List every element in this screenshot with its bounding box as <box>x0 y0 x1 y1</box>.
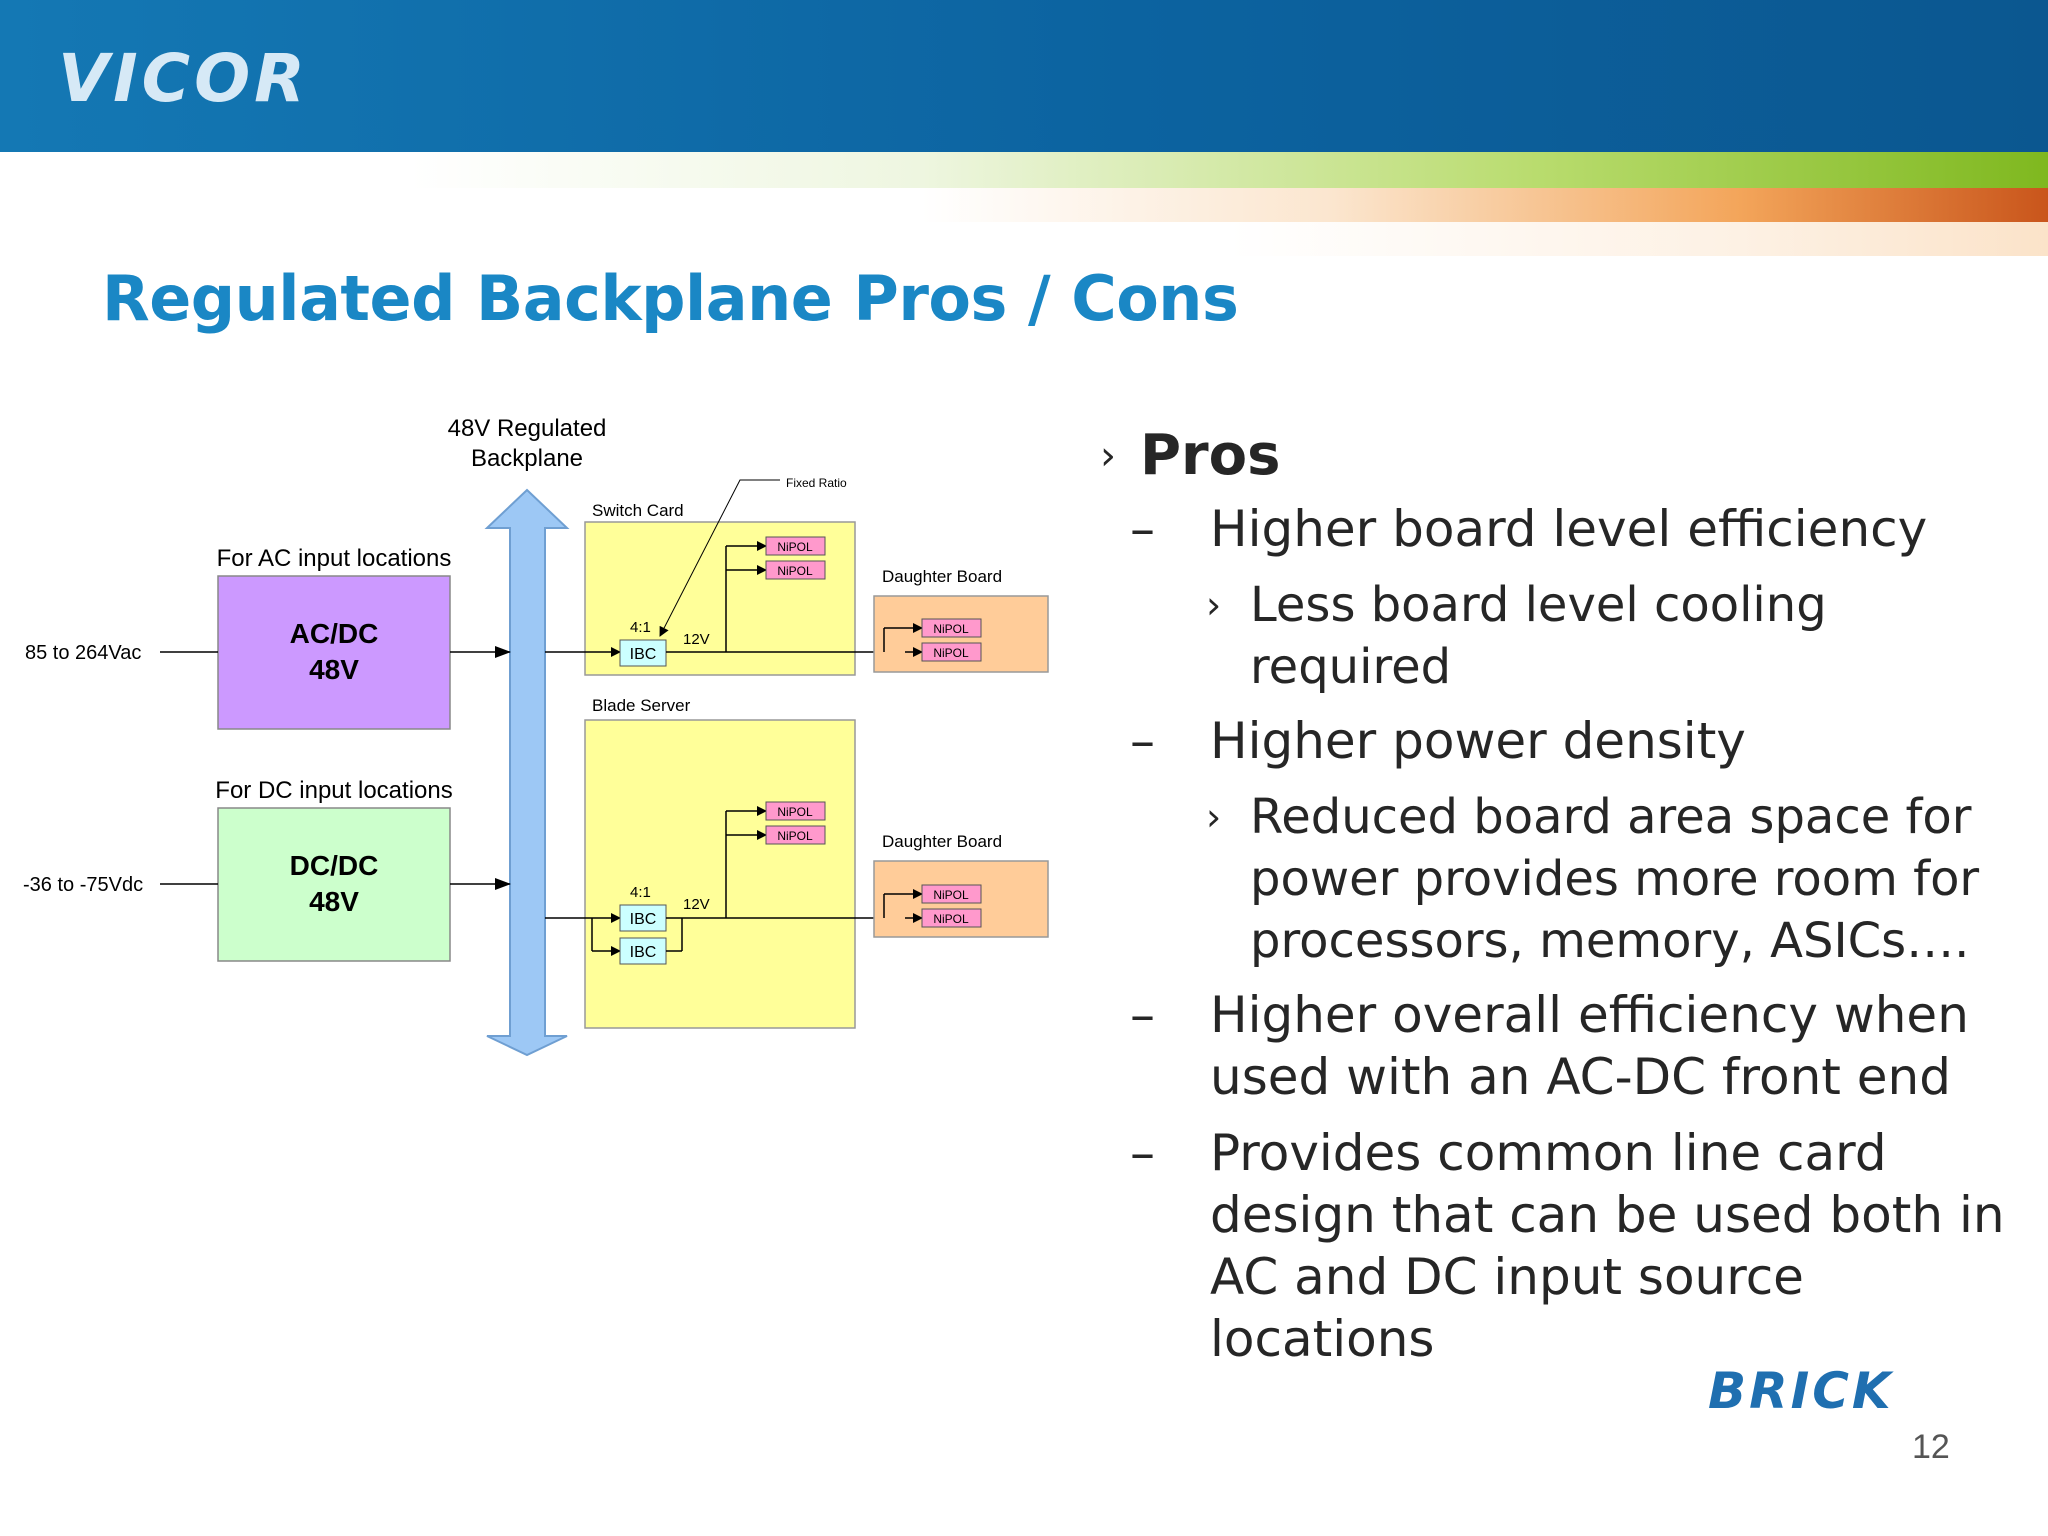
dash-icon: – <box>1130 712 1155 770</box>
daughter-1-nipol-2-label: NiPOL <box>933 646 969 660</box>
dash-icon: – <box>1130 1124 1155 1182</box>
dash-icon: – <box>1130 986 1155 1044</box>
pros-item-2-text: Higher power density <box>1210 712 1746 770</box>
daughter-2-nipol-2-label: NiPOL <box>933 912 969 926</box>
blade-nipol-1-label: NiPOL <box>777 805 813 819</box>
blade-ratio: 4:1 <box>630 884 651 901</box>
slide-title: Regulated Backplane Pros / Cons <box>102 262 1239 335</box>
ac-dc-box <box>217 575 451 730</box>
daughter-1-nipol-1 <box>921 618 982 638</box>
blade-ibc-1-box <box>619 904 667 932</box>
pros-item-3-line1: Higher overall efficiency when <box>1210 986 1969 1044</box>
blade-nipol-1 <box>765 801 826 821</box>
dash-icon: – <box>1130 500 1155 558</box>
pros-item-1-sub-line2: required <box>1250 639 1452 695</box>
backplane-label-line1: 48V Regulated <box>448 415 607 442</box>
backplane-label-line2: Backplane <box>471 445 583 472</box>
chevron-right-icon: › <box>1206 795 1222 839</box>
pros-item-2-sub-line1: Reduced board area space for <box>1250 789 1972 845</box>
chevron-right-icon: › <box>1100 433 1116 479</box>
switch-ibc-label: IBC <box>630 646 657 663</box>
pros-item-4-line2: design that can be used both in <box>1210 1186 2005 1244</box>
daughter-2-nipol-1 <box>921 884 982 904</box>
blade-server-box <box>584 719 856 1029</box>
pros-item-1: – Higher board level efficiency <box>1130 498 2030 560</box>
ac-dc-box-line1: AC/DC <box>290 618 379 649</box>
pros-item-4-line3: AC and DC input source locations <box>1210 1248 1804 1368</box>
pros-item-3: – Higher overall efficiency when used wi… <box>1130 984 2030 1108</box>
pros-item-2-sub-line3: processors, memory, ASICs…. <box>1250 913 1970 969</box>
switch-nipol-2 <box>765 560 826 580</box>
pros-item-2-sub-line2: power provides more room for <box>1250 851 1980 907</box>
pros-item-2-sub: › Reduced board area space for power pro… <box>1206 786 2030 972</box>
switch-card-label: Switch Card <box>592 501 684 520</box>
daughter-1-nipol-2 <box>921 642 982 662</box>
pros-item-4-line1: Provides common line card <box>1210 1124 1887 1182</box>
decorative-stripe-green <box>0 152 2048 188</box>
backplane-arrow <box>484 488 570 1057</box>
blade-nipol-2 <box>765 825 826 845</box>
ac-dc-box-line2: 48V <box>309 654 359 685</box>
switch-ibc-box <box>619 639 667 667</box>
blade-server-label: Blade Server <box>592 696 691 715</box>
blade-ibc-2-label: IBC <box>630 944 657 961</box>
switch-nipol-2-label: NiPOL <box>777 564 813 578</box>
pros-item-2: – Higher power density <box>1130 710 2030 772</box>
vicor-logo: VICOR <box>58 40 309 117</box>
blade-nipol-2-label: NiPOL <box>777 829 813 843</box>
chevron-right-icon: › <box>1206 583 1222 627</box>
dc-dc-box <box>217 807 451 962</box>
switch-nipol-1-label: NiPOL <box>777 540 813 554</box>
blade-ibc-2-box <box>619 937 667 965</box>
switch-ratio: 4:1 <box>630 619 651 636</box>
daughter-2-nipol-1-label: NiPOL <box>933 888 969 902</box>
decorative-stripe-fade <box>0 222 2048 256</box>
decorative-stripe-orange <box>0 188 2048 222</box>
daughter-2-nipol-2 <box>921 908 982 928</box>
ac-caption: For AC input locations <box>217 545 452 572</box>
pros-item-1-sub-line1: Less board level cooling <box>1250 577 1827 633</box>
pros-item-1-sub: › Less board level cooling required <box>1206 574 2030 698</box>
fixed-ratio-label: Fixed Ratio <box>786 476 847 490</box>
blade-ibc-1-label: IBC <box>630 911 657 928</box>
pros-item-1-text: Higher board level efficiency <box>1210 500 1928 558</box>
dc-dc-box-line1: DC/DC <box>290 850 379 881</box>
backplane-diagram: 48V Regulated Backplane For AC input loc… <box>23 415 1049 1057</box>
pros-list: › Pros – Higher board level efficiency ›… <box>1100 420 2030 1384</box>
switch-12v-label: 12V <box>683 631 710 648</box>
pros-item-3-line2: used with an AC-DC front end <box>1210 1048 1951 1106</box>
dc-input-label: -36 to -75Vdc <box>23 874 143 896</box>
switch-nipol-1 <box>765 536 826 556</box>
ac-input-label: 85 to 264Vac <box>25 642 141 664</box>
daughter-1-nipol-1-label: NiPOL <box>933 622 969 636</box>
blade-12v-label: 12V <box>683 896 710 913</box>
dc-dc-box-line2: 48V <box>309 886 359 917</box>
daughter-board-2-label: Daughter Board <box>882 832 1002 851</box>
brick-logo: BRICK <box>1708 1362 1894 1420</box>
daughter-board-1-label: Daughter Board <box>882 567 1002 586</box>
page-number: 12 <box>1912 1428 1950 1466</box>
pros-heading-text: Pros <box>1140 423 1281 488</box>
pros-item-4: – Provides common line card design that … <box>1130 1122 2030 1370</box>
pros-heading: › Pros <box>1100 420 2030 492</box>
dc-caption: For DC input locations <box>215 777 452 804</box>
header-banner: VICOR <box>0 0 2048 152</box>
